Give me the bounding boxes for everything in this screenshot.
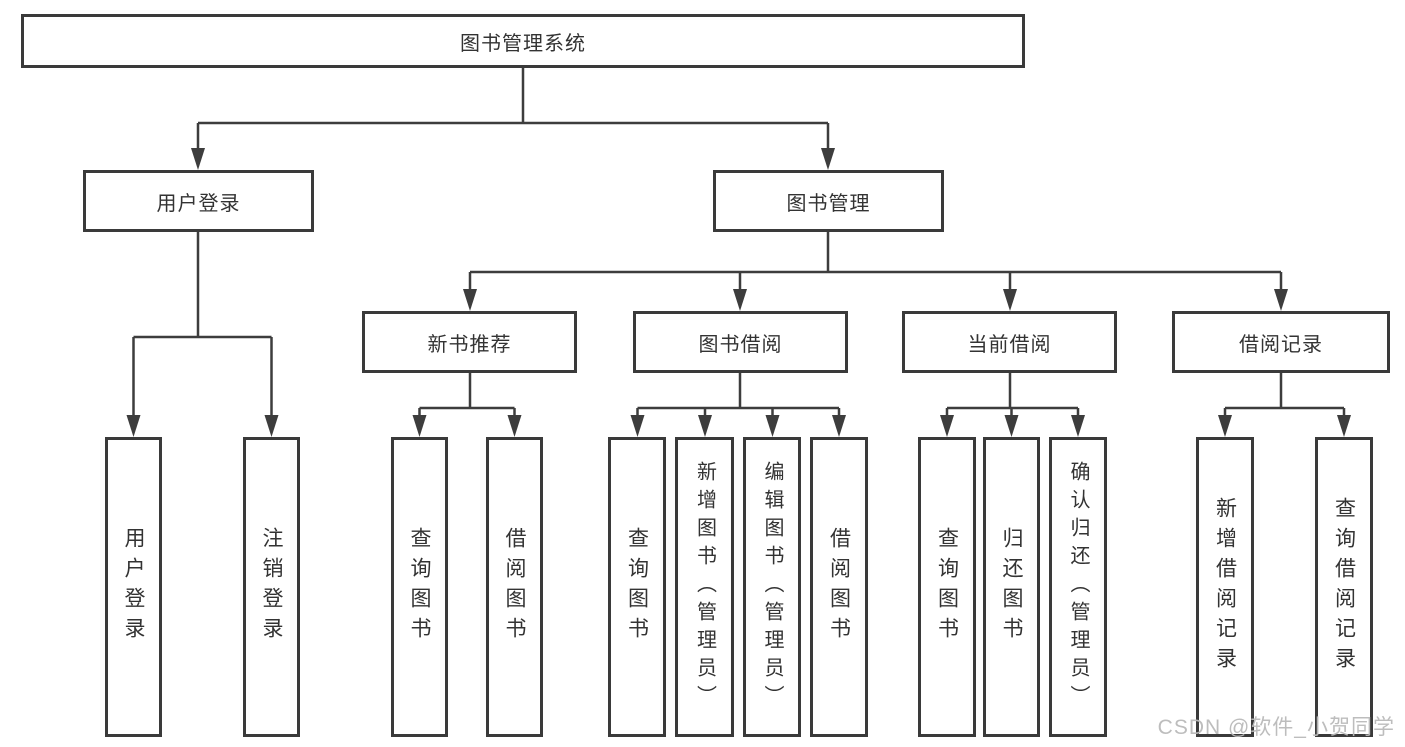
- node-book-management: 图书管理: [713, 170, 944, 232]
- leaf-query-books-borrow: 查询图书: [608, 437, 666, 737]
- leaf-label: 借阅图书: [827, 527, 851, 647]
- leaf-borrow-books-recommend: 借阅图书: [486, 437, 543, 737]
- leaf-label: 查询图书: [935, 527, 959, 647]
- leaf-query-books-current: 查询图书: [918, 437, 976, 737]
- leaf-return-books: 归还图书: [983, 437, 1040, 737]
- leaf-label: 注销登录: [260, 527, 283, 647]
- leaf-query-borrow-record: 查询借阅记录: [1315, 437, 1373, 737]
- leaf-edit-books-admin: 编辑图书（管理员）: [743, 437, 801, 737]
- node-user-login: 用户登录: [83, 170, 314, 232]
- leaf-label: 用户登录: [122, 527, 145, 647]
- arrowheads: [126, 148, 1351, 437]
- leaf-label: 借阅图书: [503, 527, 526, 647]
- node-new-book-recommend: 新书推荐: [362, 311, 577, 373]
- leaf-query-books-recommend: 查询图书: [391, 437, 448, 737]
- leaf-label: 查询借阅记录: [1332, 497, 1356, 677]
- leaf-user-login: 用户登录: [105, 437, 162, 737]
- leaf-label: 编辑图书（管理员）: [761, 461, 783, 713]
- leaf-label: 新增图书（管理员）: [693, 461, 716, 713]
- node-book-borrow: 图书借阅: [633, 311, 848, 373]
- leaf-add-borrow-record: 新增借阅记录: [1196, 437, 1254, 737]
- leaf-borrow-books: 借阅图书: [810, 437, 868, 737]
- leaf-label: 查询图书: [625, 527, 649, 647]
- connector-paths: [132, 68, 1346, 417]
- node-root: 图书管理系统: [21, 14, 1025, 68]
- node-current-borrow: 当前借阅: [902, 311, 1117, 373]
- leaf-add-books-admin: 新增图书（管理员）: [675, 437, 734, 737]
- leaf-logout: 注销登录: [243, 437, 300, 737]
- leaf-confirm-return-admin: 确认归还（管理员）: [1049, 437, 1107, 737]
- leaf-label: 确认归还（管理员）: [1067, 461, 1089, 713]
- leaf-label: 归还图书: [1000, 527, 1023, 647]
- leaf-label: 新增借阅记录: [1213, 497, 1237, 677]
- csdn-watermark: CSDN @软件_小贺同学: [1157, 716, 1395, 739]
- leaf-label: 查询图书: [408, 527, 431, 647]
- node-borrow-records: 借阅记录: [1172, 311, 1390, 373]
